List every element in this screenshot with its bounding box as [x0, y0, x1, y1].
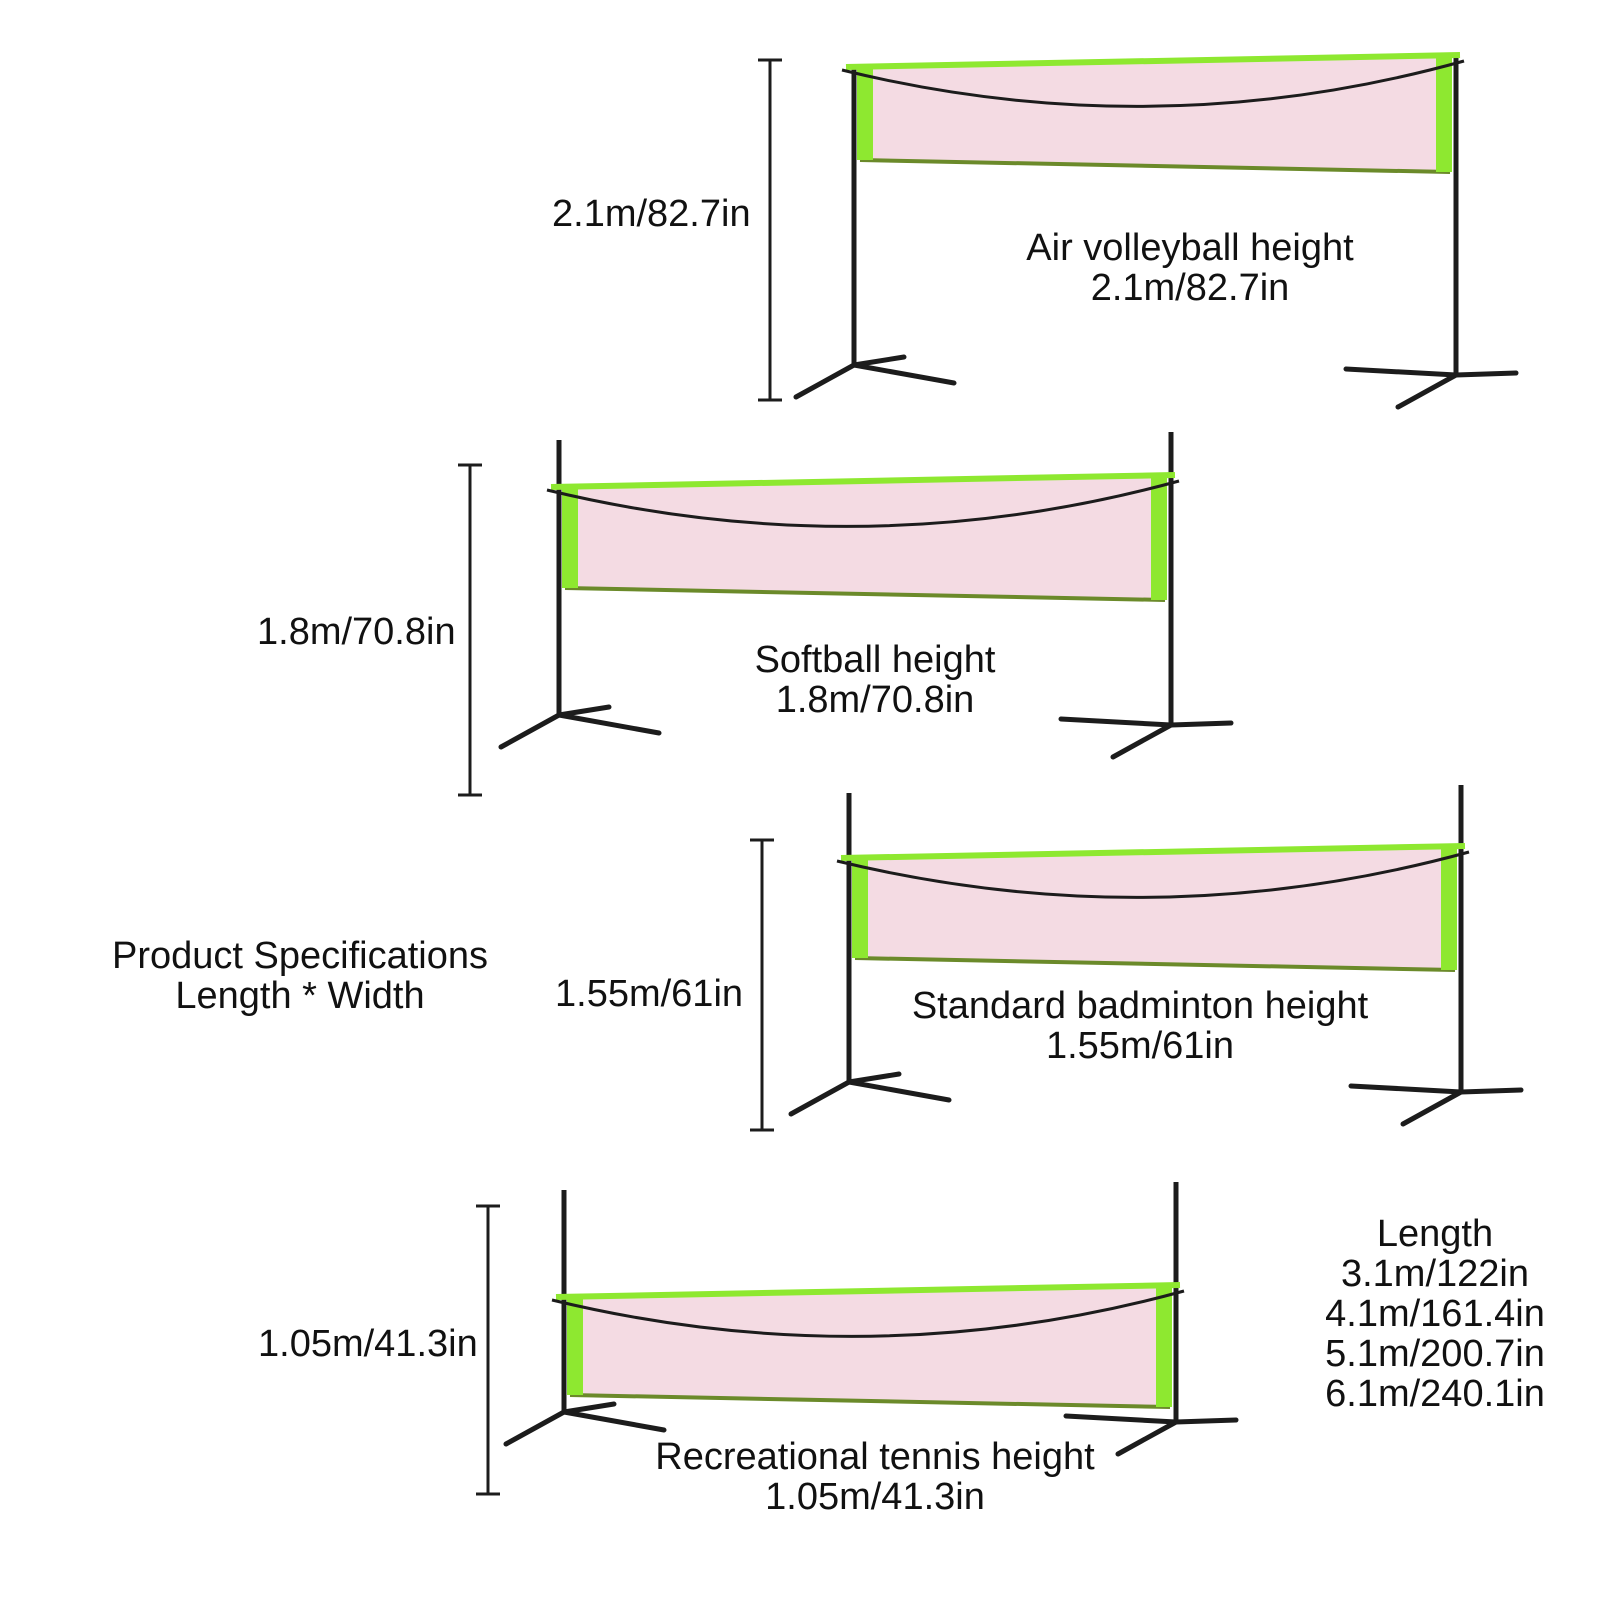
tennis-caption-name: Recreational tennis height	[655, 1436, 1095, 1478]
volleyball-right-foot-back	[1343, 366, 1459, 378]
tennis-bottom-rim	[569, 1393, 1171, 1409]
softball-bottom-rim	[564, 586, 1166, 602]
tennis-caption-value: 1.05m/41.3in	[765, 1476, 985, 1518]
volleyball-dimension-bar	[758, 58, 782, 402]
badminton-right-band	[1441, 846, 1457, 970]
softball-left-foot-front	[498, 712, 562, 750]
volleyball-net	[793, 52, 1519, 410]
volleyball-right-foot-side	[1453, 370, 1519, 378]
nets-layer	[498, 52, 1524, 1457]
tennis-right-foot-front	[1115, 1419, 1179, 1457]
tennis-net-mesh	[570, 1285, 1170, 1407]
badminton-left-foot-back	[846, 1071, 902, 1085]
badminton-left-band	[852, 858, 868, 958]
tennis-caption: Recreational tennis height 1.05m/41.3in	[640, 1437, 1110, 1517]
badminton-left-foot-front	[788, 1079, 852, 1117]
badminton-net-cord	[836, 850, 1470, 899]
tennis-left-band	[567, 1297, 583, 1395]
tennis-net-cord	[551, 1289, 1185, 1338]
tennis-right-band	[1156, 1285, 1172, 1407]
badminton-bottom-rim	[854, 956, 1456, 972]
length-options: Length 3.1m/122in 4.1m/161.4in 5.1m/200.…	[1315, 1214, 1555, 1414]
volleyball-left-foot-back	[851, 354, 907, 368]
badminton-dimension-bar	[750, 838, 774, 1132]
tennis-left-foot-back	[561, 1401, 617, 1415]
softball-net-mesh	[565, 475, 1165, 600]
spec-subtitle: Length * Width	[175, 975, 425, 1017]
tennis-right-foot-back	[1063, 1413, 1179, 1425]
length-option: 3.1m/122in	[1340, 1253, 1529, 1295]
softball-left-foot-back	[556, 704, 612, 718]
softball-right-foot-front	[1110, 722, 1174, 760]
spec-title: Product Specifications	[112, 935, 488, 977]
length-option: 5.1m/200.7in	[1325, 1333, 1545, 1375]
badminton-caption: Standard badminton height 1.55m/61in	[900, 986, 1380, 1066]
volleyball-dimension-label: 2.1m/82.7in	[552, 193, 751, 235]
softball-dimension-label: 1.8m/70.8in	[257, 611, 456, 653]
volleyball-right-foot-front	[1395, 372, 1459, 410]
softball-left-foot-side	[556, 712, 662, 736]
tennis-left-foot-front	[503, 1409, 567, 1447]
volleyball-caption-value: 2.1m/82.7in	[1090, 267, 1290, 309]
tennis-right-foot-side	[1173, 1417, 1239, 1425]
volleyball-top-rim	[845, 52, 1461, 70]
product-specifications: Product Specifications Length * Width	[100, 936, 500, 1016]
badminton-net-mesh	[855, 846, 1455, 970]
badminton-caption-value: 1.55m/61in	[1045, 1025, 1234, 1067]
softball-caption-value: 1.8m/70.8in	[775, 679, 975, 721]
badminton-top-rim	[840, 843, 1466, 861]
tennis-net	[503, 1182, 1239, 1457]
softball-top-rim	[550, 472, 1176, 490]
length-option: 4.1m/161.4in	[1325, 1293, 1545, 1335]
softball-left-band	[562, 487, 578, 588]
volleyball-net-mesh	[860, 55, 1450, 172]
length-option: 6.1m/240.1in	[1325, 1373, 1545, 1415]
badminton-right-foot-back	[1348, 1083, 1464, 1095]
softball-caption: Softball height 1.8m/70.8in	[700, 640, 1050, 720]
tennis-dimension-bar	[476, 1204, 500, 1496]
volleyball-right-band	[1436, 55, 1452, 172]
tennis-top-rim	[555, 1282, 1181, 1300]
volleyball-net-cord	[841, 59, 1465, 108]
volleyball-bottom-rim	[859, 158, 1451, 174]
badminton-right-foot-side	[1458, 1087, 1524, 1095]
length-title: Length	[1376, 1213, 1494, 1255]
badminton-left-foot-side	[846, 1079, 952, 1103]
softball-right-foot-side	[1168, 720, 1234, 728]
softball-net	[498, 432, 1234, 760]
softball-right-foot-back	[1058, 716, 1174, 728]
volleyball-left-foot-side	[851, 362, 957, 386]
volleyball-left-band	[857, 67, 873, 160]
volleyball-left-foot-front	[793, 362, 857, 400]
dimension-bars	[458, 58, 782, 1496]
softball-dimension-bar	[458, 463, 482, 797]
softball-caption-name: Softball height	[754, 639, 996, 681]
softball-net-cord	[546, 479, 1180, 528]
volleyball-caption: Air volleyball height 2.1m/82.7in	[1000, 228, 1380, 308]
softball-right-band	[1151, 475, 1167, 600]
tennis-left-foot-side	[561, 1409, 667, 1433]
badminton-net	[788, 785, 1524, 1127]
volleyball-caption-name: Air volleyball height	[1026, 227, 1354, 269]
tennis-dimension-label: 1.05m/41.3in	[258, 1323, 478, 1365]
badminton-dimension-label: 1.55m/61in	[555, 973, 744, 1015]
badminton-right-foot-front	[1400, 1089, 1464, 1127]
badminton-caption-name: Standard badminton height	[911, 985, 1369, 1027]
